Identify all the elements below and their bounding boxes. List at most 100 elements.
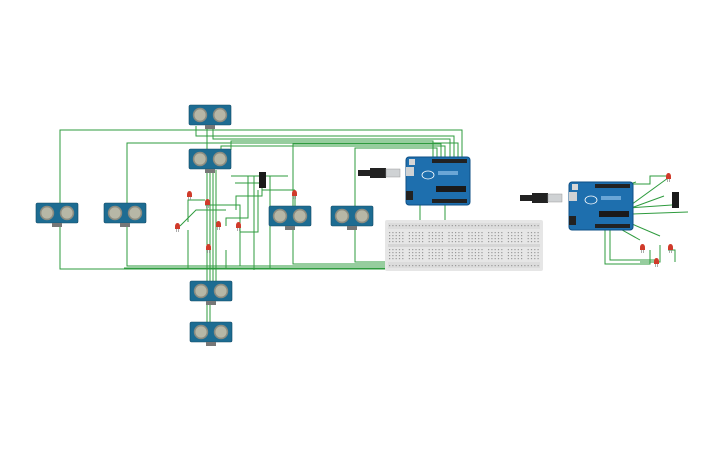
breadboard-hole[interactable]: [395, 258, 397, 260]
breadboard-hole[interactable]: [445, 225, 447, 227]
breadboard-hole[interactable]: [537, 235, 539, 237]
breadboard-hole[interactable]: [435, 252, 437, 254]
breadboard-hole[interactable]: [497, 249, 500, 251]
wire[interactable]: [640, 245, 661, 263]
breadboard-hole[interactable]: [392, 255, 394, 257]
breadboard-hole[interactable]: [441, 252, 443, 254]
breadboard-hole[interactable]: [398, 265, 401, 267]
breadboard-hole[interactable]: [431, 225, 434, 227]
breadboard-hole[interactable]: [441, 255, 443, 257]
breadboard-hole[interactable]: [501, 258, 503, 260]
breadboard-hole[interactable]: [461, 258, 463, 260]
wire[interactable]: [59, 225, 398, 270]
breadboard-hole[interactable]: [488, 265, 490, 267]
breadboard-hole[interactable]: [451, 232, 453, 234]
breadboard-hole[interactable]: [507, 255, 509, 257]
breadboard-hole[interactable]: [389, 232, 391, 234]
breadboard-hole[interactable]: [494, 241, 496, 243]
breadboard-hole[interactable]: [415, 235, 417, 237]
breadboard-hole[interactable]: [461, 249, 463, 251]
breadboard-hole[interactable]: [392, 249, 394, 251]
breadboard-hole[interactable]: [458, 258, 460, 260]
breadboard-hole[interactable]: [435, 258, 437, 260]
breadboard-hole[interactable]: [471, 258, 473, 260]
led-9[interactable]: [640, 244, 645, 253]
breadboard-hole[interactable]: [441, 241, 443, 243]
breadboard-hole[interactable]: [458, 235, 460, 237]
breadboard-hole[interactable]: [422, 255, 424, 257]
breadboard-hole[interactable]: [468, 241, 470, 243]
breadboard-hole[interactable]: [474, 225, 476, 227]
breadboard-hole[interactable]: [422, 258, 424, 260]
breadboard-hole[interactable]: [412, 258, 414, 260]
breadboard-hole[interactable]: [448, 249, 450, 251]
breadboard-hole[interactable]: [428, 238, 430, 240]
breadboard-hole[interactable]: [527, 235, 529, 237]
breadboard-hole[interactable]: [395, 252, 397, 254]
breadboard-hole[interactable]: [435, 235, 437, 237]
breadboard-hole[interactable]: [431, 258, 434, 260]
breadboard-hole[interactable]: [431, 265, 434, 267]
breadboard-hole[interactable]: [530, 238, 533, 240]
breadboard-hole[interactable]: [521, 265, 523, 267]
breadboard-hole[interactable]: [478, 232, 480, 234]
breadboard-hole[interactable]: [537, 255, 539, 257]
breadboard-hole[interactable]: [448, 258, 450, 260]
breadboard-hole[interactable]: [412, 241, 414, 243]
breadboard-hole[interactable]: [478, 265, 480, 267]
breadboard-hole[interactable]: [398, 255, 401, 257]
breadboard-hole[interactable]: [412, 238, 414, 240]
breadboard-hole[interactable]: [517, 238, 519, 240]
breadboard-hole[interactable]: [435, 238, 437, 240]
breadboard-hole[interactable]: [438, 255, 440, 257]
wire[interactable]: [622, 175, 670, 185]
breadboard-hole[interactable]: [494, 249, 496, 251]
breadboard-hole[interactable]: [534, 252, 536, 254]
breadboard-hole[interactable]: [398, 249, 401, 251]
breadboard-hole[interactable]: [488, 258, 490, 260]
breadboard-hole[interactable]: [448, 252, 450, 254]
breadboard-hole[interactable]: [527, 265, 529, 267]
breadboard-hole[interactable]: [534, 232, 536, 234]
breadboard-hole[interactable]: [481, 238, 483, 240]
breadboard-hole[interactable]: [402, 249, 404, 251]
arduino-uno-main[interactable]: [405, 156, 471, 206]
breadboard-hole[interactable]: [494, 258, 496, 260]
breadboard-hole[interactable]: [534, 238, 536, 240]
breadboard-hole[interactable]: [405, 265, 407, 267]
wire[interactable]: [292, 226, 394, 265]
ic-chip[interactable]: [672, 192, 679, 208]
breadboard-hole[interactable]: [527, 241, 529, 243]
breadboard-hole[interactable]: [395, 255, 397, 257]
usb-cable-main[interactable]: [358, 168, 401, 178]
breadboard-hole[interactable]: [474, 249, 476, 251]
breadboard-hole[interactable]: [517, 258, 519, 260]
breadboard-hole[interactable]: [517, 225, 519, 227]
breadboard-hole[interactable]: [402, 225, 404, 227]
breadboard-hole[interactable]: [398, 241, 401, 243]
breadboard-hole[interactable]: [395, 241, 397, 243]
breadboard-hole[interactable]: [497, 252, 500, 254]
breadboard-hole[interactable]: [445, 265, 447, 267]
wire[interactable]: [292, 143, 442, 208]
breadboard-hole[interactable]: [408, 241, 410, 243]
breadboard-hole[interactable]: [441, 238, 443, 240]
led-3[interactable]: [175, 223, 180, 232]
breadboard-hole[interactable]: [471, 265, 473, 267]
breadboard-hole[interactable]: [438, 265, 440, 267]
breadboard-hole[interactable]: [511, 252, 513, 254]
sensor-1[interactable]: [188, 104, 232, 129]
breadboard-hole[interactable]: [491, 241, 493, 243]
breadboard-hole[interactable]: [418, 225, 420, 227]
breadboard-hole[interactable]: [428, 255, 430, 257]
breadboard-hole[interactable]: [458, 232, 460, 234]
breadboard-hole[interactable]: [418, 232, 420, 234]
breadboard-hole[interactable]: [418, 258, 420, 260]
breadboard-hole[interactable]: [530, 258, 533, 260]
breadboard-hole[interactable]: [408, 255, 410, 257]
breadboard-hole[interactable]: [484, 265, 486, 267]
breadboard-hole[interactable]: [494, 252, 496, 254]
breadboard-hole[interactable]: [431, 252, 434, 254]
breadboard-hole[interactable]: [468, 258, 470, 260]
breadboard-hole[interactable]: [527, 249, 529, 251]
